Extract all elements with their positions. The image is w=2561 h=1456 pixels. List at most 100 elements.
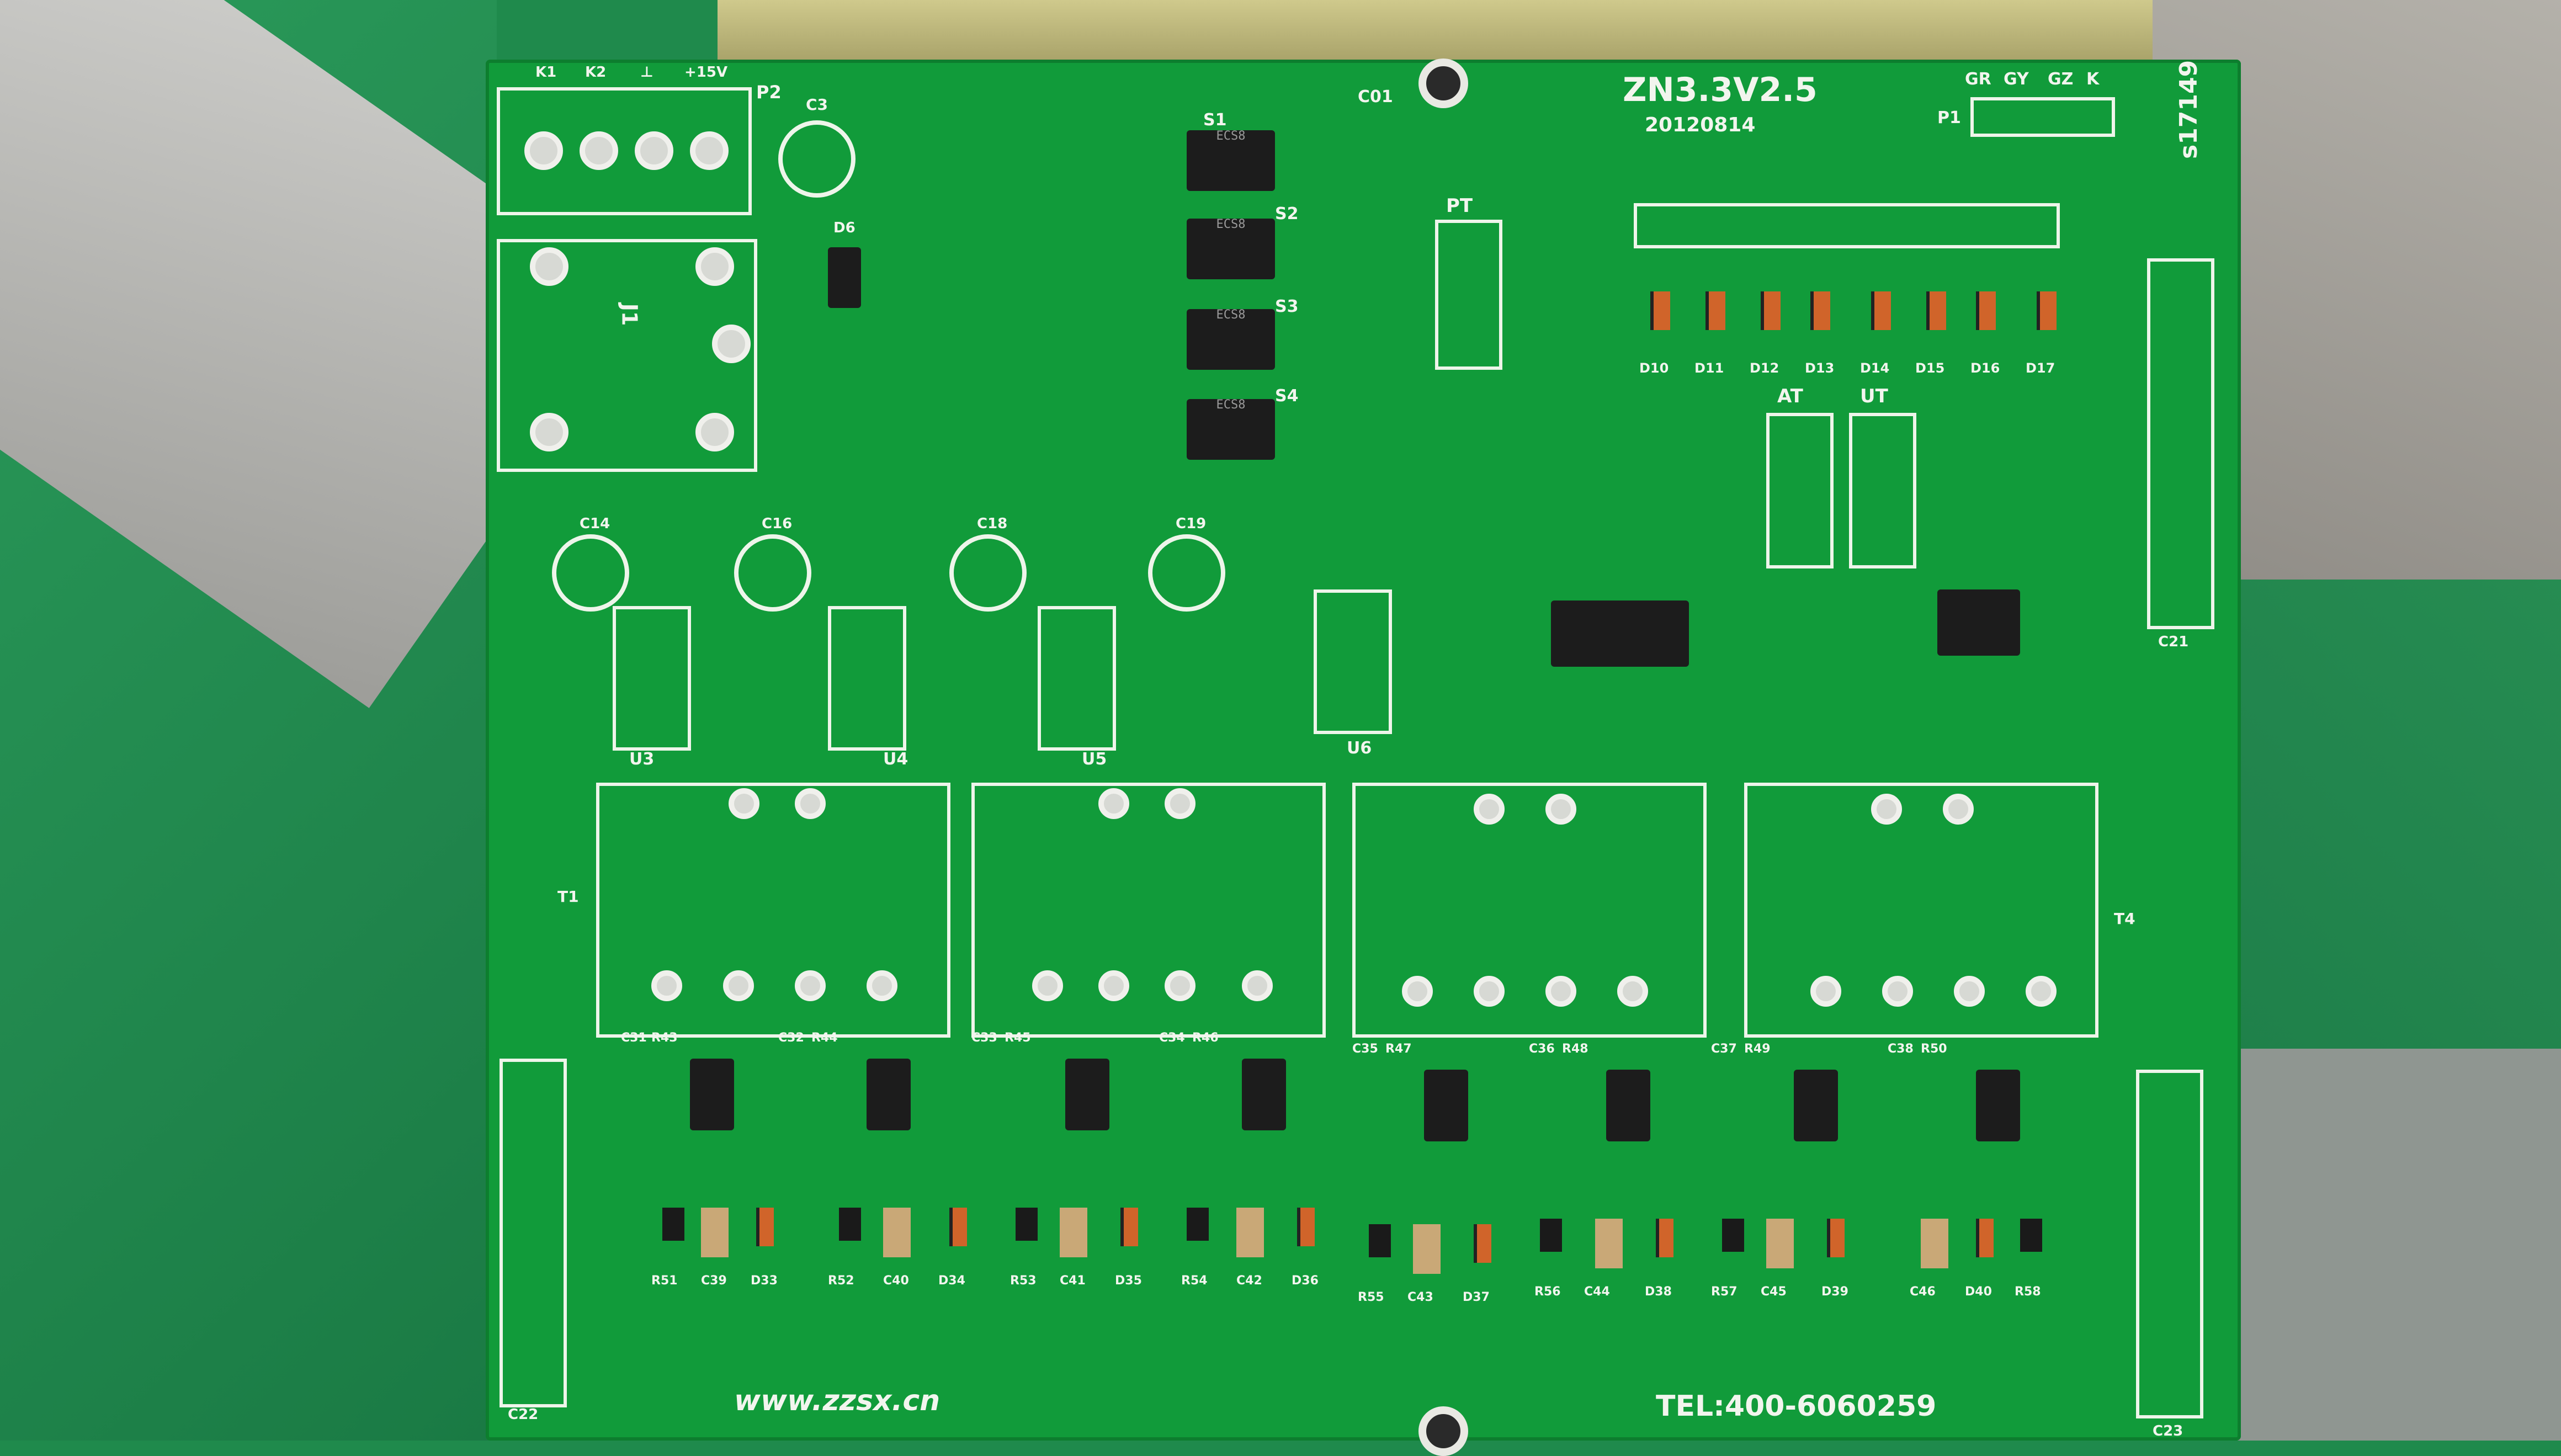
- u5-label: U5: [1082, 750, 1107, 769]
- t4-pad-d: [1882, 976, 1913, 1007]
- s2-label: S2: [1275, 204, 1299, 224]
- t1-pad-c: [651, 970, 682, 1001]
- s4-label: S4: [1275, 386, 1299, 406]
- d16-label: D16: [1970, 360, 2000, 376]
- d10-label: D10: [1639, 360, 1669, 376]
- ut-label: UT: [1860, 385, 1888, 407]
- resistor-r53: [1016, 1208, 1038, 1241]
- gray-surface-bottom-right: [2208, 1049, 2561, 1441]
- p1-pin-2: GY: [2004, 70, 2029, 89]
- diode-d39: [1827, 1219, 1845, 1257]
- t3-pad-b: [1545, 794, 1576, 825]
- board-date: 20120814: [1645, 114, 1756, 136]
- d17-label: D17: [2026, 360, 2055, 376]
- website-text: www.zzsx.cn: [734, 1384, 941, 1417]
- pt-label: PT: [1446, 195, 1473, 217]
- bottom-label-11: D36: [1292, 1274, 1319, 1288]
- bottom-label-10: C42: [1236, 1274, 1262, 1288]
- bottom-label-1: C39: [701, 1274, 727, 1288]
- j1-pad-4: [530, 413, 568, 451]
- resistor-row-top: [1634, 203, 2060, 248]
- upper-label-2: C32: [778, 1031, 804, 1045]
- bottom-label-0: R51: [651, 1274, 678, 1288]
- t2-pad-b: [1165, 788, 1196, 819]
- resistor-r55: [1369, 1224, 1391, 1257]
- c21-label: C21: [2158, 634, 2189, 650]
- t4-pad-e: [1954, 976, 1985, 1007]
- capacitor-c46: [1921, 1219, 1948, 1268]
- phone-text: TEL:400-6060259: [1656, 1390, 1937, 1423]
- p2-pad-2: [580, 131, 618, 170]
- at-connector: [1766, 413, 1834, 568]
- diode-d34: [949, 1208, 967, 1246]
- diode-d16: [1976, 291, 1996, 330]
- diode-d35: [1120, 1208, 1138, 1246]
- resistor-r52: [839, 1208, 861, 1241]
- header-c21: [2147, 258, 2214, 629]
- bottom-label-7: C41: [1060, 1274, 1086, 1288]
- capacitor-c44: [1595, 1219, 1623, 1268]
- upper-label-9: R47: [1385, 1042, 1412, 1056]
- p1-pin-1: GR: [1965, 70, 1991, 89]
- bottom-label-2: D33: [751, 1274, 778, 1288]
- p2-pin-label-3: ⊥: [640, 64, 653, 81]
- u4-label: U4: [883, 750, 908, 769]
- pcb-board: ZN3.3V2.5 20120814 s17149 K1 K2 ⊥ +15V P…: [486, 59, 2241, 1456]
- bottom-label-17: D38: [1645, 1285, 1672, 1299]
- diode-d36: [1297, 1208, 1315, 1246]
- bottom-label-5: D34: [938, 1274, 965, 1288]
- resistor-r51: [662, 1208, 684, 1241]
- c18-label: C18: [977, 516, 1008, 532]
- ic-soic-central: [1551, 601, 1689, 667]
- transistor-4: [1242, 1059, 1286, 1130]
- u3-label: U3: [629, 750, 655, 769]
- socket-u6: [1314, 589, 1392, 734]
- p2-label: P2: [756, 82, 782, 103]
- ic-soic-right: [1937, 589, 2020, 656]
- t1-pad-b: [795, 788, 826, 819]
- diode-d12: [1761, 291, 1781, 330]
- connector-p2: [497, 87, 752, 215]
- t4-pad-b: [1943, 794, 1974, 825]
- resistor-r57: [1722, 1219, 1744, 1252]
- t1-pad-e: [795, 970, 826, 1001]
- p2-pad-3: [635, 131, 673, 170]
- socket-u3: [613, 606, 691, 751]
- upper-label-1: R43: [651, 1031, 678, 1045]
- transformer-2: [971, 783, 1326, 1038]
- j1-pad-5: [695, 413, 734, 451]
- board-model: ZN3.3V2.5: [1623, 71, 1818, 109]
- t3-pad-e: [1545, 976, 1576, 1007]
- t1-pad-a: [729, 788, 759, 819]
- p1-label: P1: [1937, 108, 1961, 127]
- capacitor-c19: [1148, 534, 1225, 612]
- header-c22: [500, 1059, 567, 1407]
- t4-pad-a: [1871, 794, 1902, 825]
- capacitor-c41: [1060, 1208, 1087, 1257]
- t3-pad-c: [1402, 976, 1433, 1007]
- upper-label-15: R50: [1921, 1042, 1947, 1056]
- socket-u4: [828, 606, 906, 751]
- bottom-label-13: C43: [1407, 1290, 1433, 1304]
- ic-s2: ECS8: [1187, 219, 1275, 279]
- transistor-6: [1606, 1070, 1650, 1141]
- u6-label: U6: [1347, 738, 1372, 758]
- p2-pin-label-4: +15V: [684, 64, 728, 81]
- d14-label: D14: [1860, 360, 1890, 376]
- diode-d13: [1810, 291, 1830, 330]
- header-c23: [2136, 1070, 2203, 1418]
- transformer-3: [1352, 783, 1707, 1038]
- transistor-3: [1065, 1059, 1109, 1130]
- transistor-5: [1424, 1070, 1468, 1141]
- transformer-4: [1744, 783, 2098, 1038]
- p2-pad-1: [524, 131, 563, 170]
- t3-pad-f: [1617, 976, 1648, 1007]
- capacitor-c18: [949, 534, 1027, 612]
- t1-label: T1: [557, 888, 579, 906]
- socket-u5: [1038, 606, 1116, 751]
- bottom-label-12: R55: [1358, 1290, 1384, 1304]
- diode-d40: [1976, 1219, 1994, 1257]
- bottom-label-6: R53: [1010, 1274, 1037, 1288]
- capacitor-c40: [883, 1208, 911, 1257]
- c19-label: C19: [1176, 516, 1207, 532]
